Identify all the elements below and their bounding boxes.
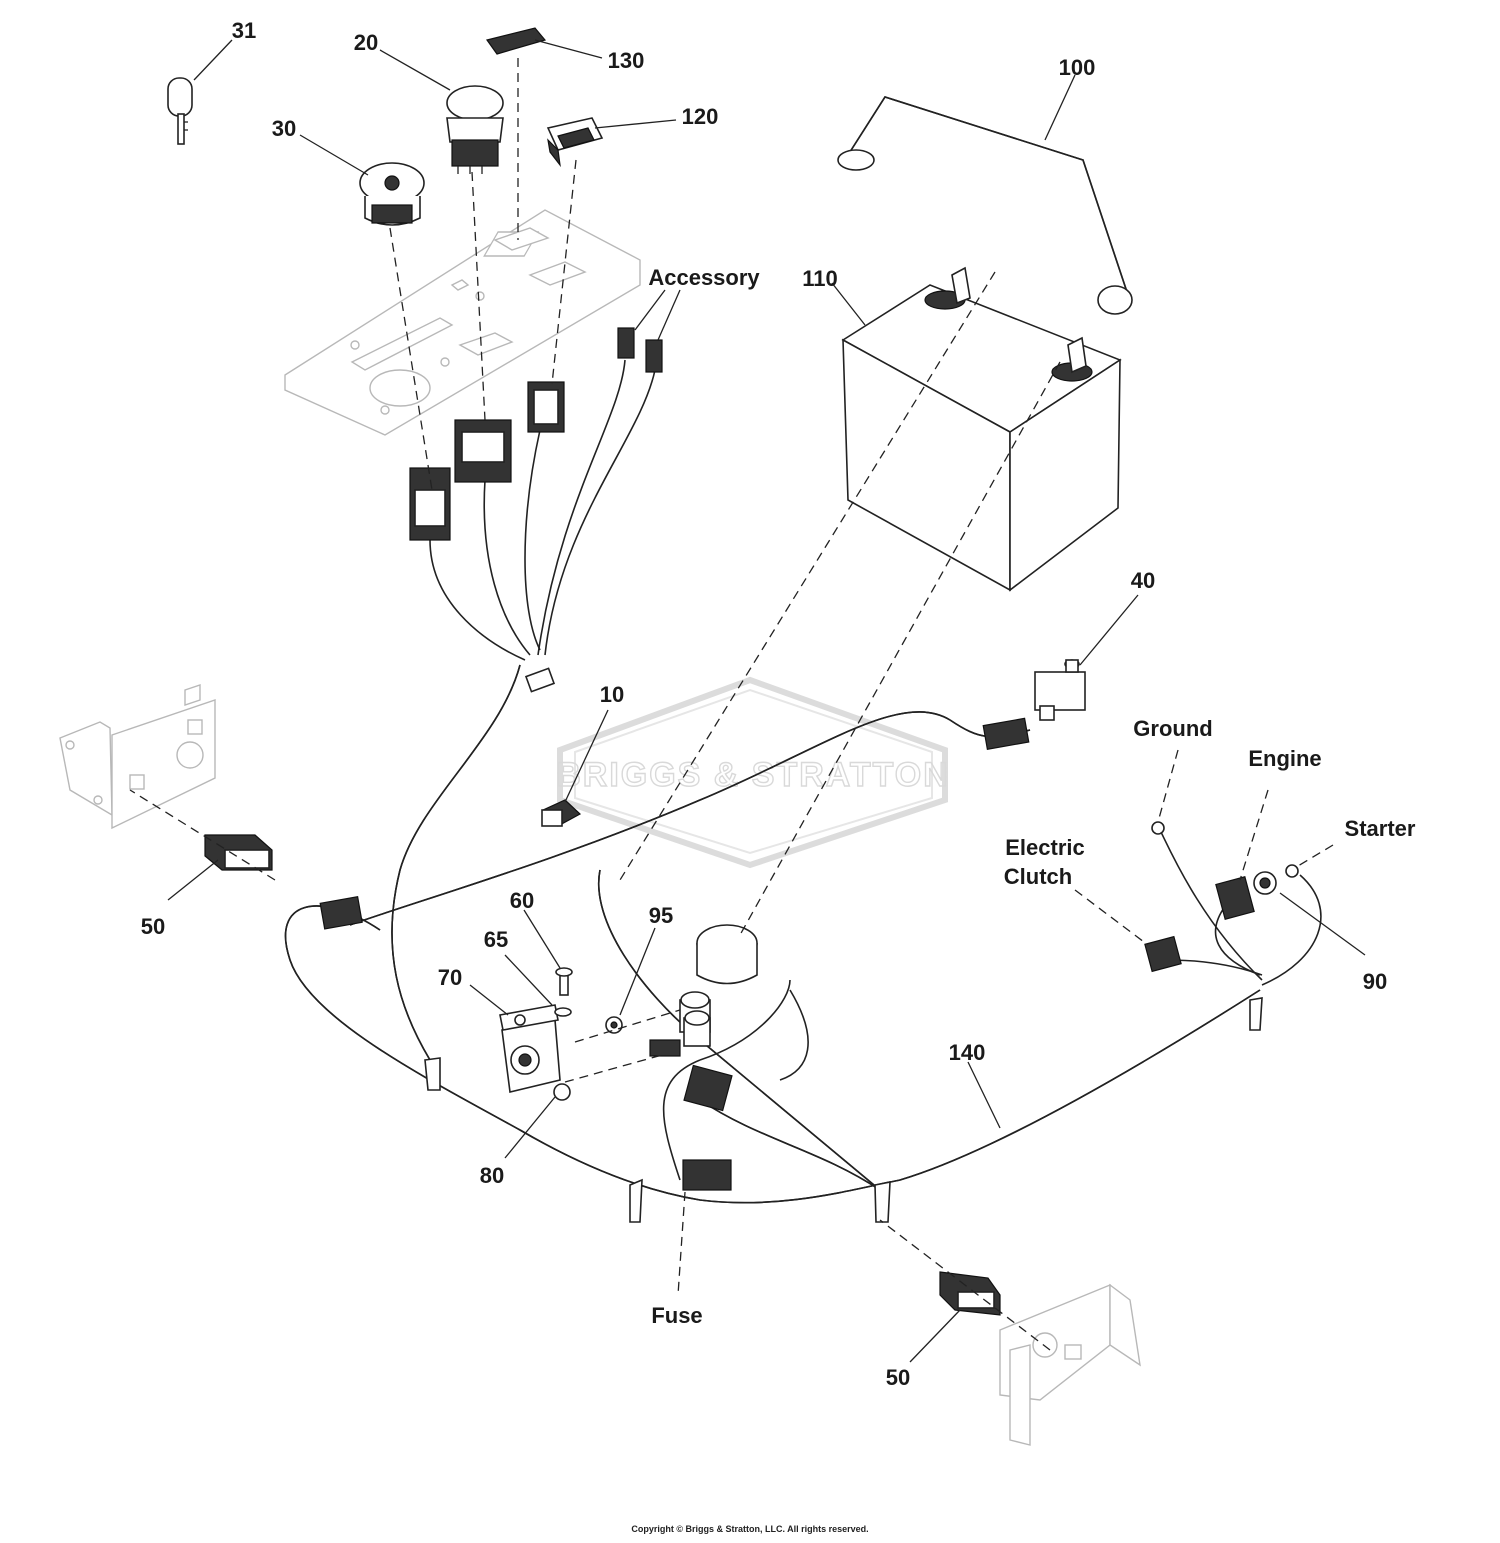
switch-cover xyxy=(485,27,547,55)
pto-switch xyxy=(446,85,504,174)
label-40: 40 xyxy=(1131,568,1155,593)
ignition-switch xyxy=(359,162,425,226)
connector-plug xyxy=(541,799,582,827)
leader-lines xyxy=(167,39,1366,1363)
label-140: 140 xyxy=(949,1040,986,1065)
label-100: 100 xyxy=(1059,55,1096,80)
label-ground: Ground xyxy=(1133,716,1212,741)
label-70: 70 xyxy=(438,965,462,990)
label-60: 60 xyxy=(510,888,534,913)
harness-connectors xyxy=(319,327,1277,1223)
ring-terminals xyxy=(1151,821,1299,878)
label-electric: Electric xyxy=(1005,835,1085,860)
label-130: 130 xyxy=(608,48,645,73)
left-mount-bracket xyxy=(59,684,216,830)
control-panel-plate xyxy=(284,209,641,436)
label-10: 10 xyxy=(600,682,624,707)
label-120: 120 xyxy=(682,104,719,129)
label-65: 65 xyxy=(484,927,508,952)
starter-solenoid xyxy=(499,924,758,1101)
label-clutch: Clutch xyxy=(1004,864,1072,889)
label-110: 110 xyxy=(802,266,838,291)
watermark-text: BRIGGS & STRATTON xyxy=(556,756,950,794)
assembly-lines xyxy=(129,58,1334,1351)
wiring-harness xyxy=(284,359,1322,1204)
seat-switch xyxy=(1034,659,1086,721)
battery-hold-down xyxy=(837,96,1133,315)
accessory-switch xyxy=(546,117,604,168)
copyright-notice: Copyright © Briggs & Stratton, LLC. All … xyxy=(631,1524,868,1534)
connector-50-right xyxy=(939,1271,1001,1316)
label-engine: Engine xyxy=(1248,746,1321,771)
key xyxy=(167,77,193,145)
label-30: 30 xyxy=(272,116,296,141)
label-fuse: Fuse xyxy=(651,1303,702,1328)
label-20: 20 xyxy=(354,30,378,55)
brand-watermark: BRIGGS & STRATTON xyxy=(556,676,950,869)
label-31: 31 xyxy=(232,18,256,43)
label-50-right: 50 xyxy=(886,1365,910,1390)
connector-50-left xyxy=(204,834,273,871)
label-95: 95 xyxy=(649,903,673,928)
label-accessory: Accessory xyxy=(648,265,760,290)
label-90: 90 xyxy=(1363,969,1387,994)
label-starter: Starter xyxy=(1345,816,1416,841)
label-80: 80 xyxy=(480,1163,504,1188)
callout-labels: 31 20 130 30 120 100 110 Accessory 40 10… xyxy=(141,18,1416,1390)
right-mount-bracket xyxy=(999,1283,1141,1446)
battery xyxy=(841,266,1122,592)
label-50-left: 50 xyxy=(141,914,165,939)
